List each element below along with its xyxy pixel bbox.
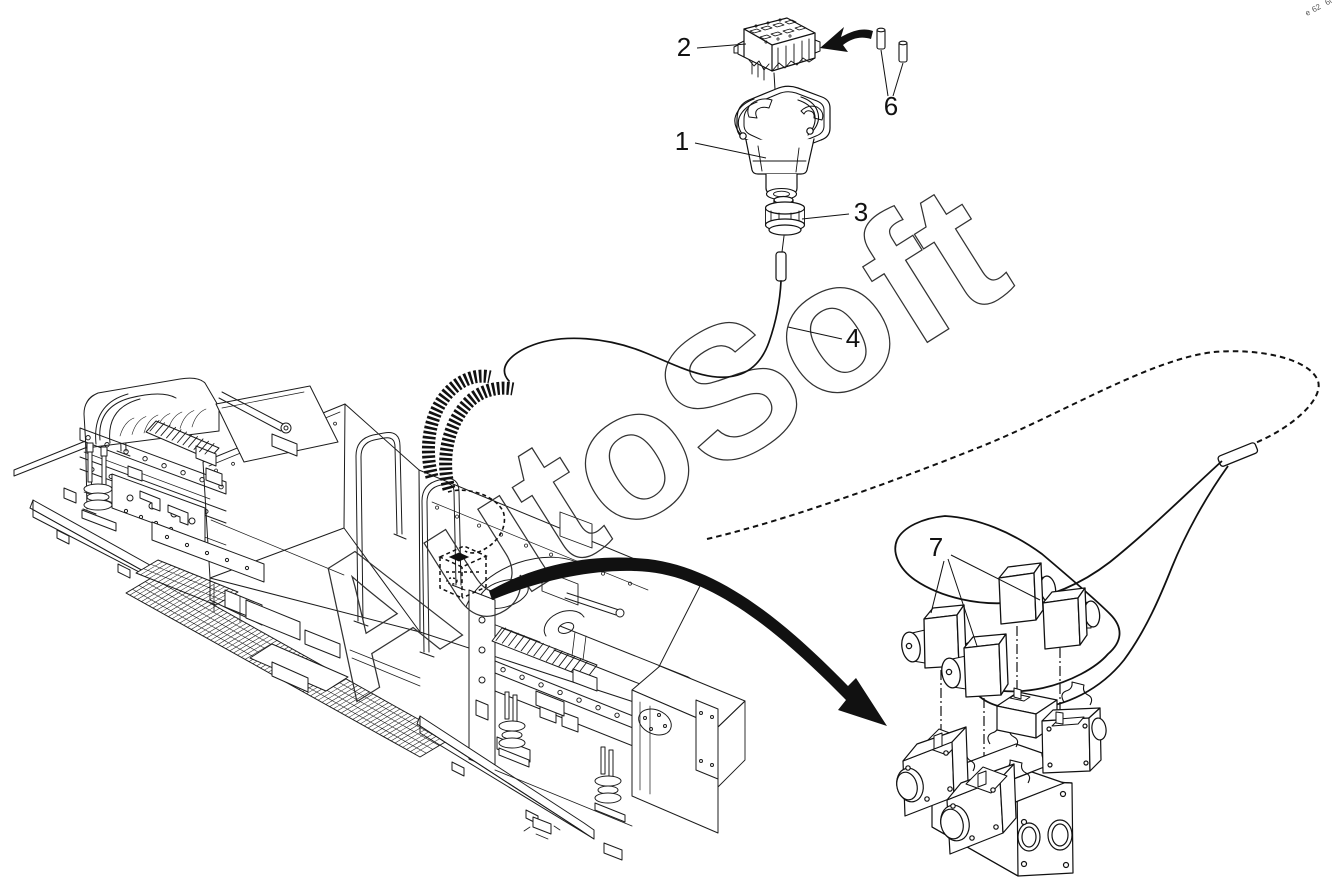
svg-text:1: 1	[675, 126, 689, 156]
svg-text:6: 6	[884, 91, 898, 121]
svg-text:4: 4	[846, 323, 860, 353]
svg-text:2: 2	[677, 32, 691, 62]
svg-text:7: 7	[929, 532, 943, 562]
svg-text:3: 3	[854, 197, 868, 227]
